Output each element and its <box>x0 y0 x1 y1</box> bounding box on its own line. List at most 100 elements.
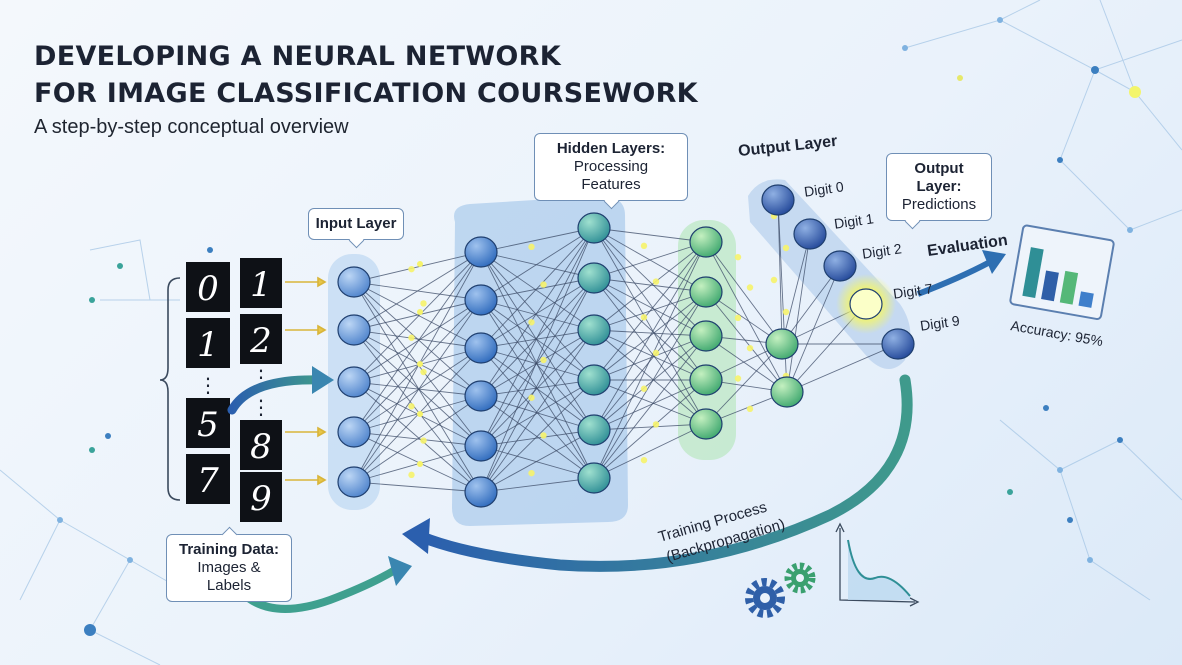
background-nodes <box>57 17 1141 636</box>
connection-edge <box>480 299 595 381</box>
signal-junction <box>640 242 648 250</box>
signal-junction <box>420 300 427 307</box>
connection-edge <box>777 199 788 393</box>
neuron <box>577 462 611 494</box>
signal-junction <box>528 243 535 251</box>
connection-edge <box>786 233 811 393</box>
connection-edge <box>480 277 595 301</box>
connection-edge <box>593 227 707 337</box>
gear-icon-small <box>784 562 816 594</box>
connection-edge <box>353 251 482 433</box>
neuron <box>689 226 723 258</box>
neuron <box>464 476 498 508</box>
connection-edge <box>480 227 595 493</box>
connection-edge <box>480 347 595 381</box>
data-to-input-arrow <box>227 375 325 415</box>
neuron <box>464 332 498 364</box>
title-line-1: DEVELOPING A NEURAL NETWORK <box>34 41 561 72</box>
neuron <box>337 416 371 448</box>
neuron <box>881 328 915 360</box>
connection-edge <box>480 429 595 493</box>
connection-edge <box>593 335 707 479</box>
connection-edge <box>593 423 707 431</box>
connection-edge <box>353 299 482 483</box>
svg-text:8: 8 <box>250 427 272 467</box>
training-data-callout-sub: Images & Labels <box>197 559 261 594</box>
svg-text:0: 0 <box>197 269 219 309</box>
connection-edge <box>353 481 482 493</box>
digit-tile-left-1: 1 <box>186 318 230 368</box>
evaluation-chart <box>1009 224 1115 321</box>
neuron <box>577 212 611 244</box>
signal-junction <box>417 461 423 467</box>
connection-edge <box>777 199 783 345</box>
connection-edge <box>480 329 595 397</box>
neuron <box>689 408 723 440</box>
training-data-brace <box>159 277 181 501</box>
evaluation-bar <box>1022 247 1044 298</box>
connection-edge <box>353 251 482 483</box>
signal-junction <box>528 469 535 477</box>
predicted-output-neuron <box>849 288 883 320</box>
signal-junction <box>408 265 415 273</box>
ellipsis-left: ⋮ <box>198 375 218 397</box>
connection-edge <box>593 329 707 425</box>
connection-edge <box>480 329 595 349</box>
connection-edge <box>353 431 482 493</box>
backprop-arrowhead <box>402 518 430 554</box>
hidden-layers-callout: Hidden Layers: Processing Features <box>534 133 688 201</box>
signal-junction <box>528 319 535 326</box>
hidden-layers-callout-sub: Processing Features <box>573 158 649 193</box>
neuron <box>577 314 611 346</box>
loss-curve-chart <box>835 522 920 607</box>
connection-edge <box>705 335 788 393</box>
signal-junction <box>652 278 660 285</box>
signal-junction <box>417 261 423 267</box>
signal-junction <box>770 276 778 284</box>
connection-edge <box>480 299 595 431</box>
training-data-callout: Training Data: Images & Labels <box>166 534 292 602</box>
connection-edge <box>480 227 595 253</box>
signal-junction <box>652 421 660 428</box>
page-subtitle: A step-by-step conceptual overview <box>34 116 349 138</box>
connection-edge <box>480 347 595 431</box>
svg-text:1: 1 <box>250 265 272 305</box>
connection-edge <box>353 299 482 433</box>
svg-text:5: 5 <box>197 405 219 445</box>
connection-edge <box>353 251 482 331</box>
connection-edge <box>353 251 482 283</box>
signal-junction <box>540 432 547 439</box>
connection-edge <box>593 329 707 381</box>
input-arrows <box>285 276 327 486</box>
signal-junction <box>540 356 547 364</box>
digit-tile-left-0: 0 <box>186 262 230 312</box>
connection-edge <box>593 227 707 381</box>
signal-junction <box>417 309 423 315</box>
signal-junction <box>782 244 790 252</box>
connection-edge <box>781 265 841 345</box>
connection-edge <box>593 241 707 431</box>
connection-edge <box>593 379 707 425</box>
page-title: DEVELOPING A NEURAL NETWORK FOR IMAGE CL… <box>34 38 698 112</box>
connection-edge <box>480 227 595 447</box>
connection-edge <box>786 265 841 393</box>
neuron <box>577 364 611 396</box>
connection-edge <box>593 335 707 381</box>
signal-junction <box>734 375 742 382</box>
connection-edge <box>480 379 595 493</box>
digit-tile-right-3: 9 <box>240 472 282 522</box>
svg-text:1: 1 <box>197 325 219 365</box>
output-layer-callout-sub: Predictions <box>901 196 977 213</box>
connection-edge <box>480 227 595 397</box>
connection-edge <box>353 251 482 383</box>
accuracy-label: Accuracy: 95% <box>1009 317 1104 349</box>
connection-edge <box>705 291 788 393</box>
connection-edge <box>593 277 707 337</box>
signal-junction <box>746 405 754 413</box>
signal-junction <box>734 253 742 261</box>
connection-edge <box>480 251 595 381</box>
connection-edge <box>593 329 707 337</box>
connection-edge <box>353 347 482 433</box>
evaluation-bar <box>1078 291 1094 308</box>
